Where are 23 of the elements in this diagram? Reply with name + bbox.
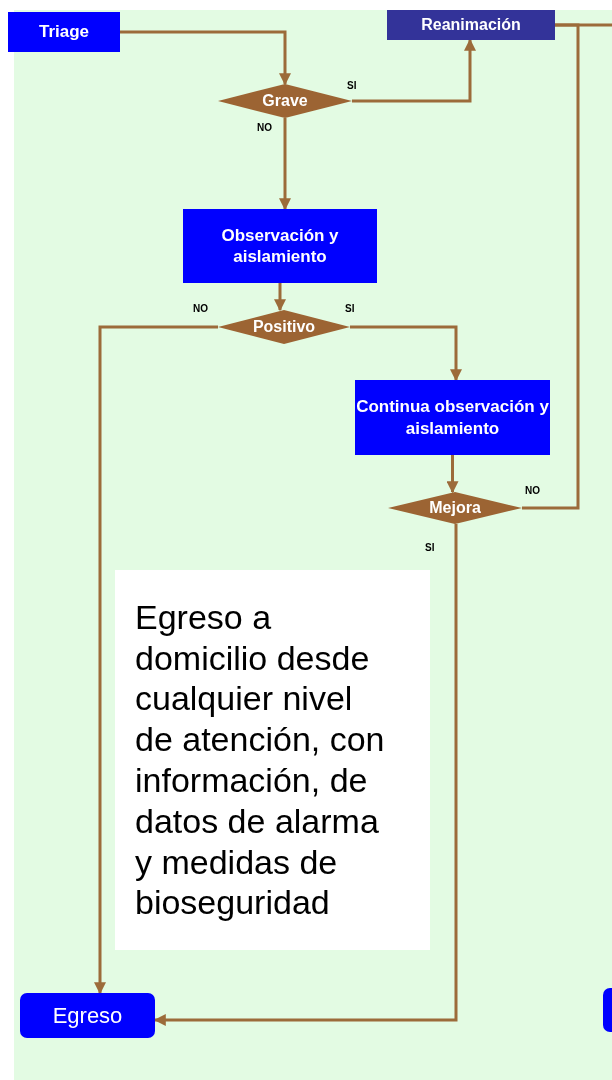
edge-label: SI <box>344 303 356 314</box>
note-box: Egreso a domicilio desde cualquier nivel de atención, con información, de datos de alarma y medidas de bioseguridad <box>115 570 430 950</box>
edge-label: NO <box>192 303 209 314</box>
arrow <box>352 38 476 103</box>
arrow <box>274 283 286 312</box>
arrow <box>446 455 459 494</box>
connector-line <box>555 23 612 27</box>
process-box: Continua observación y aislamiento <box>355 380 550 455</box>
process-box: Reanimación <box>387 10 555 40</box>
edge-label: SI <box>424 542 436 553</box>
edge-label: NO <box>524 485 541 496</box>
decision-diamond: Mejora <box>388 492 522 524</box>
process-box: Triage <box>8 12 120 52</box>
terminal-box: Egreso <box>20 993 155 1038</box>
edge-label: SI <box>346 80 358 91</box>
process-box: Observación y aislamiento <box>183 209 377 283</box>
arrow <box>153 524 458 1026</box>
arrow <box>120 30 291 86</box>
edge-label: NO <box>256 122 273 133</box>
arrow <box>94 325 218 995</box>
arrow <box>350 325 462 382</box>
box-shape <box>603 988 612 1032</box>
arrow <box>279 118 291 211</box>
